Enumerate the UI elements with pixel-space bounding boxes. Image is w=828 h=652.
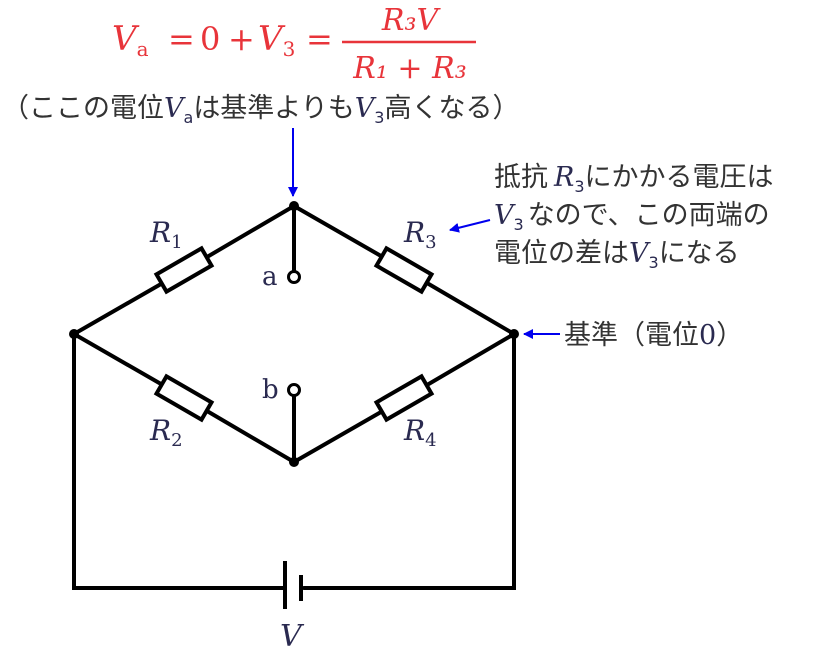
terminal-b bbox=[287, 383, 301, 397]
terminal-a bbox=[287, 270, 301, 284]
svg-text:V3: V3 bbox=[258, 19, 295, 61]
resistor-r1 bbox=[153, 245, 215, 295]
label-r1: R1 bbox=[149, 216, 183, 253]
note-reference-potential: 基準（電位0） bbox=[564, 320, 743, 351]
arrow-to-r3-icon bbox=[449, 219, 491, 233]
resistor-r2 bbox=[153, 373, 215, 423]
label-r4: R4 bbox=[403, 414, 437, 451]
label-r3: R3 bbox=[403, 216, 437, 253]
junction-nodes bbox=[69, 201, 519, 467]
svg-text:0: 0 bbox=[200, 20, 220, 58]
label-battery-v: V bbox=[280, 619, 305, 652]
circuit-wires bbox=[72, 204, 516, 590]
formula-numerator: R₃V bbox=[381, 3, 442, 38]
label-terminal-a: a bbox=[262, 262, 278, 292]
potential-formula: Va = 0 + V3 = R₃V R₁ + R₃ bbox=[112, 3, 476, 86]
label-terminal-b: b bbox=[262, 375, 279, 405]
label-r2: R2 bbox=[149, 414, 183, 451]
formula-denominator: R₁ + R₃ bbox=[352, 51, 466, 86]
svg-text:+: + bbox=[228, 20, 255, 58]
svg-text:=: = bbox=[168, 20, 195, 58]
svg-text:=: = bbox=[306, 20, 333, 58]
resistor-r4 bbox=[373, 373, 435, 423]
note-potential-higher: （ここの電位Vaは基準よりもV3高くなる） bbox=[2, 93, 519, 127]
resistor-r3 bbox=[373, 245, 435, 295]
svg-text:Va: Va bbox=[112, 19, 149, 61]
svg-text:電位の差はV3になる: 電位の差はV3になる bbox=[494, 238, 740, 272]
battery-icon bbox=[283, 561, 303, 609]
